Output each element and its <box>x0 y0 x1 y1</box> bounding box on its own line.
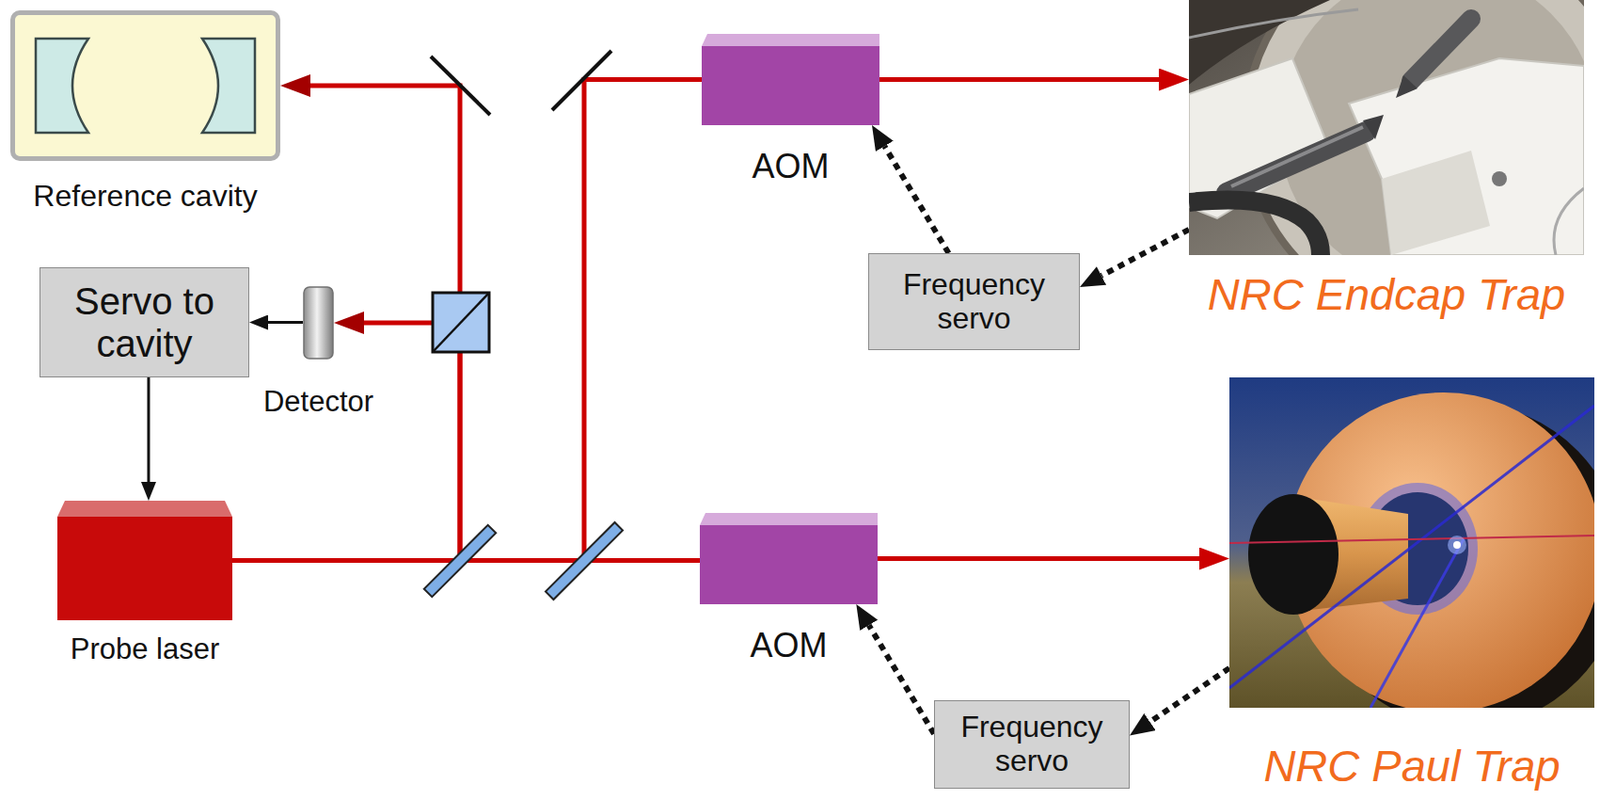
aom-box: AOM <box>699 512 878 604</box>
trap-picture-art <box>1188 0 1585 255</box>
laser-box-art <box>57 500 233 620</box>
part-label: Detector <box>263 385 374 419</box>
laser-beam <box>232 322 460 561</box>
box-label: Frequency servo <box>942 710 1122 778</box>
beam-splitter <box>545 522 623 600</box>
laser-beam <box>877 555 1200 561</box>
servo-box: Servo to cavity <box>39 267 250 378</box>
aom-box-art <box>701 33 880 126</box>
trap-picture: NRC Endcap Trap <box>1188 0 1585 255</box>
part-label: Reference cavity <box>32 179 257 214</box>
beam-splitter-cube <box>432 292 490 352</box>
beam-splitter-diagonal <box>432 292 490 352</box>
laser-box: Probe laser <box>57 500 233 620</box>
aom-box: AOM <box>701 33 880 126</box>
control-signal-arrow <box>884 145 949 254</box>
laser-beam <box>232 79 702 561</box>
detector-art <box>303 286 333 359</box>
part-label: AOM <box>749 626 827 665</box>
laser-beam <box>879 77 1159 82</box>
aom-box-art <box>701 33 880 126</box>
detector: Detector <box>302 285 334 360</box>
control-signal-arrow <box>1101 229 1189 276</box>
servo-box: Frequency servo <box>934 699 1130 789</box>
reference-cavity: Reference cavity <box>10 10 281 161</box>
aom-box-art <box>699 512 878 604</box>
part-label: AOM <box>751 147 829 186</box>
trap-picture-art <box>1188 0 1585 255</box>
mirror <box>430 56 491 115</box>
detector-art <box>302 285 334 360</box>
part-label: NRC Paul Trap <box>1263 741 1560 792</box>
servo-box: Frequency servo <box>868 253 1080 350</box>
beam-splitter <box>424 524 496 597</box>
box-label: Frequency servo <box>876 268 1072 336</box>
part-label: NRC Endcap Trap <box>1207 269 1567 320</box>
control-signal-arrow <box>869 624 935 733</box>
trap-picture: NRC Paul Trap <box>1229 377 1595 708</box>
signal-arrow <box>268 320 303 324</box>
mirror <box>552 50 612 111</box>
trap-picture-art <box>1229 377 1595 708</box>
reference-cavity-art <box>35 38 255 133</box>
reference-cavity-art <box>15 15 276 157</box>
laser-box-art <box>57 500 233 620</box>
trap-picture-art <box>1229 377 1595 708</box>
control-signal-arrow <box>1150 667 1230 722</box>
aom-box-art <box>699 512 878 604</box>
box-label: Servo to cavity <box>47 280 241 365</box>
part-label: Probe laser <box>70 633 221 666</box>
signal-arrow <box>146 377 150 482</box>
